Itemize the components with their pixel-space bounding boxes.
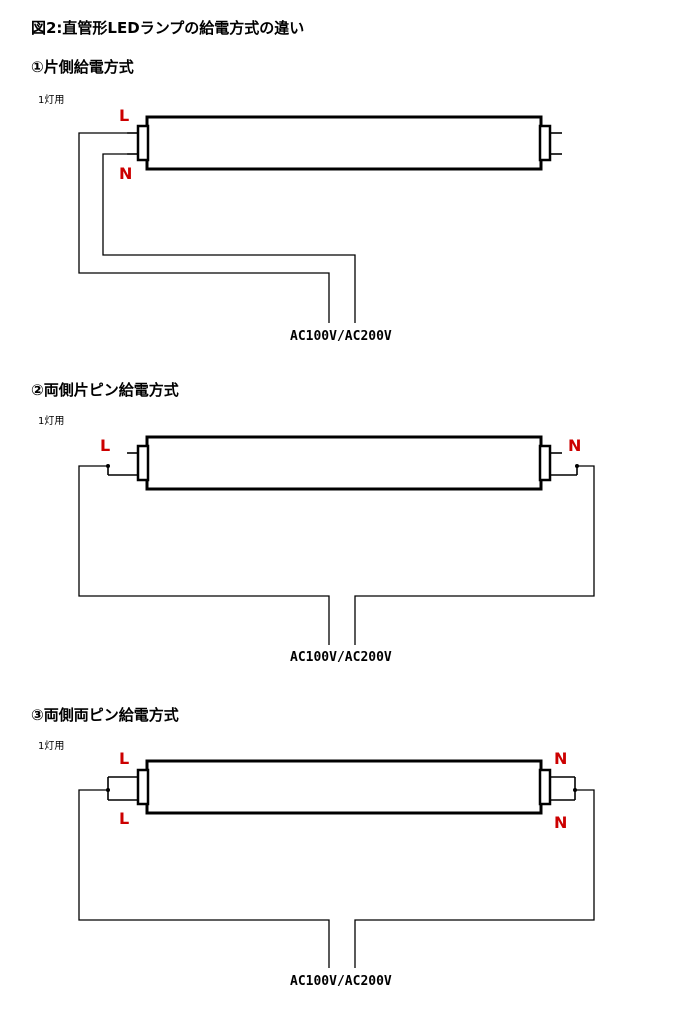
section-title: ①片側給電方式 [31, 58, 134, 76]
supply-voltage-label: AC100V/AC200V [290, 974, 392, 989]
wire-l [78, 789, 330, 968]
wire-n [102, 153, 356, 323]
pin-label-n: N [554, 749, 568, 768]
pin-label-l: L [119, 106, 130, 125]
diagram-single-side [78, 115, 562, 323]
section-title: ③両側両ピン給電方式 [31, 706, 179, 724]
lamp-count-label: 1灯用 [38, 95, 65, 106]
right-end-cap [538, 768, 576, 806]
right-end-cap [538, 444, 578, 482]
pin-label-l: L [100, 436, 111, 455]
section-title: ②両側片ピン給電方式 [31, 381, 179, 399]
led-tube [145, 435, 543, 491]
right-end-cap [538, 124, 562, 162]
lamp-count-label: 1灯用 [38, 416, 65, 427]
diagram-double-side-single-pin [78, 435, 595, 645]
diagram-double-side-double-pin [78, 759, 595, 968]
wire-n [354, 465, 595, 645]
pin-label-l: L [119, 749, 130, 768]
figure-title: 図2:直管形LEDランプの給電方式の違い [31, 19, 305, 37]
supply-voltage-label: AC100V/AC200V [290, 650, 392, 665]
lamp-count-label: 1灯用 [38, 741, 65, 752]
pin-label-n: N [119, 164, 133, 183]
pin-label-l: L [119, 809, 130, 828]
wire-l [78, 132, 330, 323]
supply-voltage-label: AC100V/AC200V [290, 329, 392, 344]
pin-label-n: N [554, 813, 568, 832]
left-end-cap [107, 444, 150, 482]
wire-l [78, 465, 330, 645]
wire-n [354, 789, 595, 968]
left-end-cap [107, 768, 150, 806]
led-tube [145, 759, 543, 815]
pin-label-n: N [568, 436, 582, 455]
left-end-cap [127, 124, 150, 162]
led-tube [145, 115, 543, 171]
